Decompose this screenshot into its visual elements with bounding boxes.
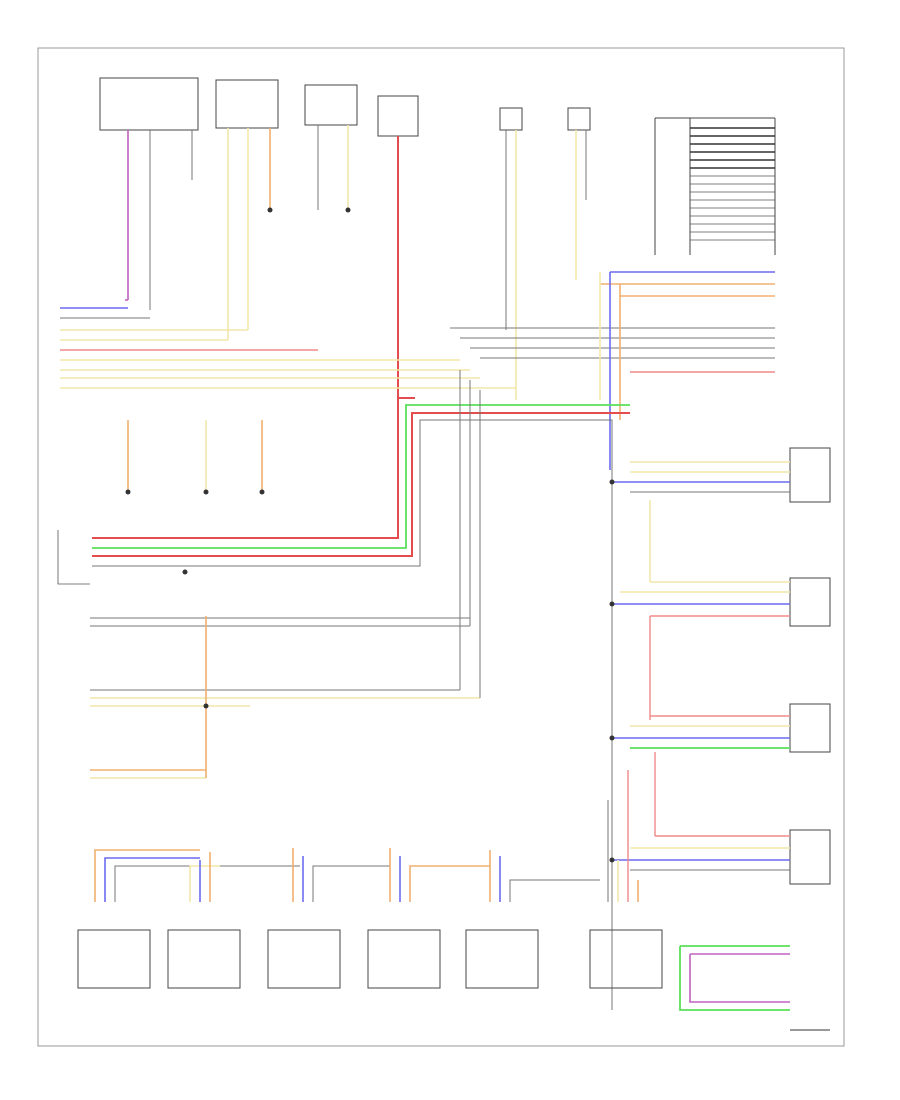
- trunk-lines: [450, 271, 775, 470]
- component-top-3: [304, 84, 358, 213]
- left-module: [57, 370, 481, 779]
- component-top-1: [99, 77, 199, 310]
- bottom-wires: [94, 770, 639, 902]
- bottom-component-box: [465, 929, 539, 989]
- bottom-component-box: [167, 929, 241, 989]
- bottom-components: [77, 929, 663, 989]
- bottom-component-box: [267, 929, 341, 989]
- module-pins: [690, 127, 775, 241]
- bottom-component-box: [367, 929, 441, 989]
- junction-dots: [182, 479, 615, 863]
- right-components: [610, 447, 831, 1031]
- component-top-5: [499, 107, 523, 400]
- component-top-6: [567, 107, 591, 280]
- component-top-2: [215, 79, 279, 340]
- bottom-component-box: [589, 929, 663, 989]
- diagram-frame: [37, 47, 845, 1047]
- bottom-component-box: [77, 929, 151, 989]
- harness-green-red: [92, 397, 630, 1010]
- control-module-right: [654, 117, 776, 255]
- left-bus: [60, 299, 516, 389]
- fuse-group: [125, 420, 265, 495]
